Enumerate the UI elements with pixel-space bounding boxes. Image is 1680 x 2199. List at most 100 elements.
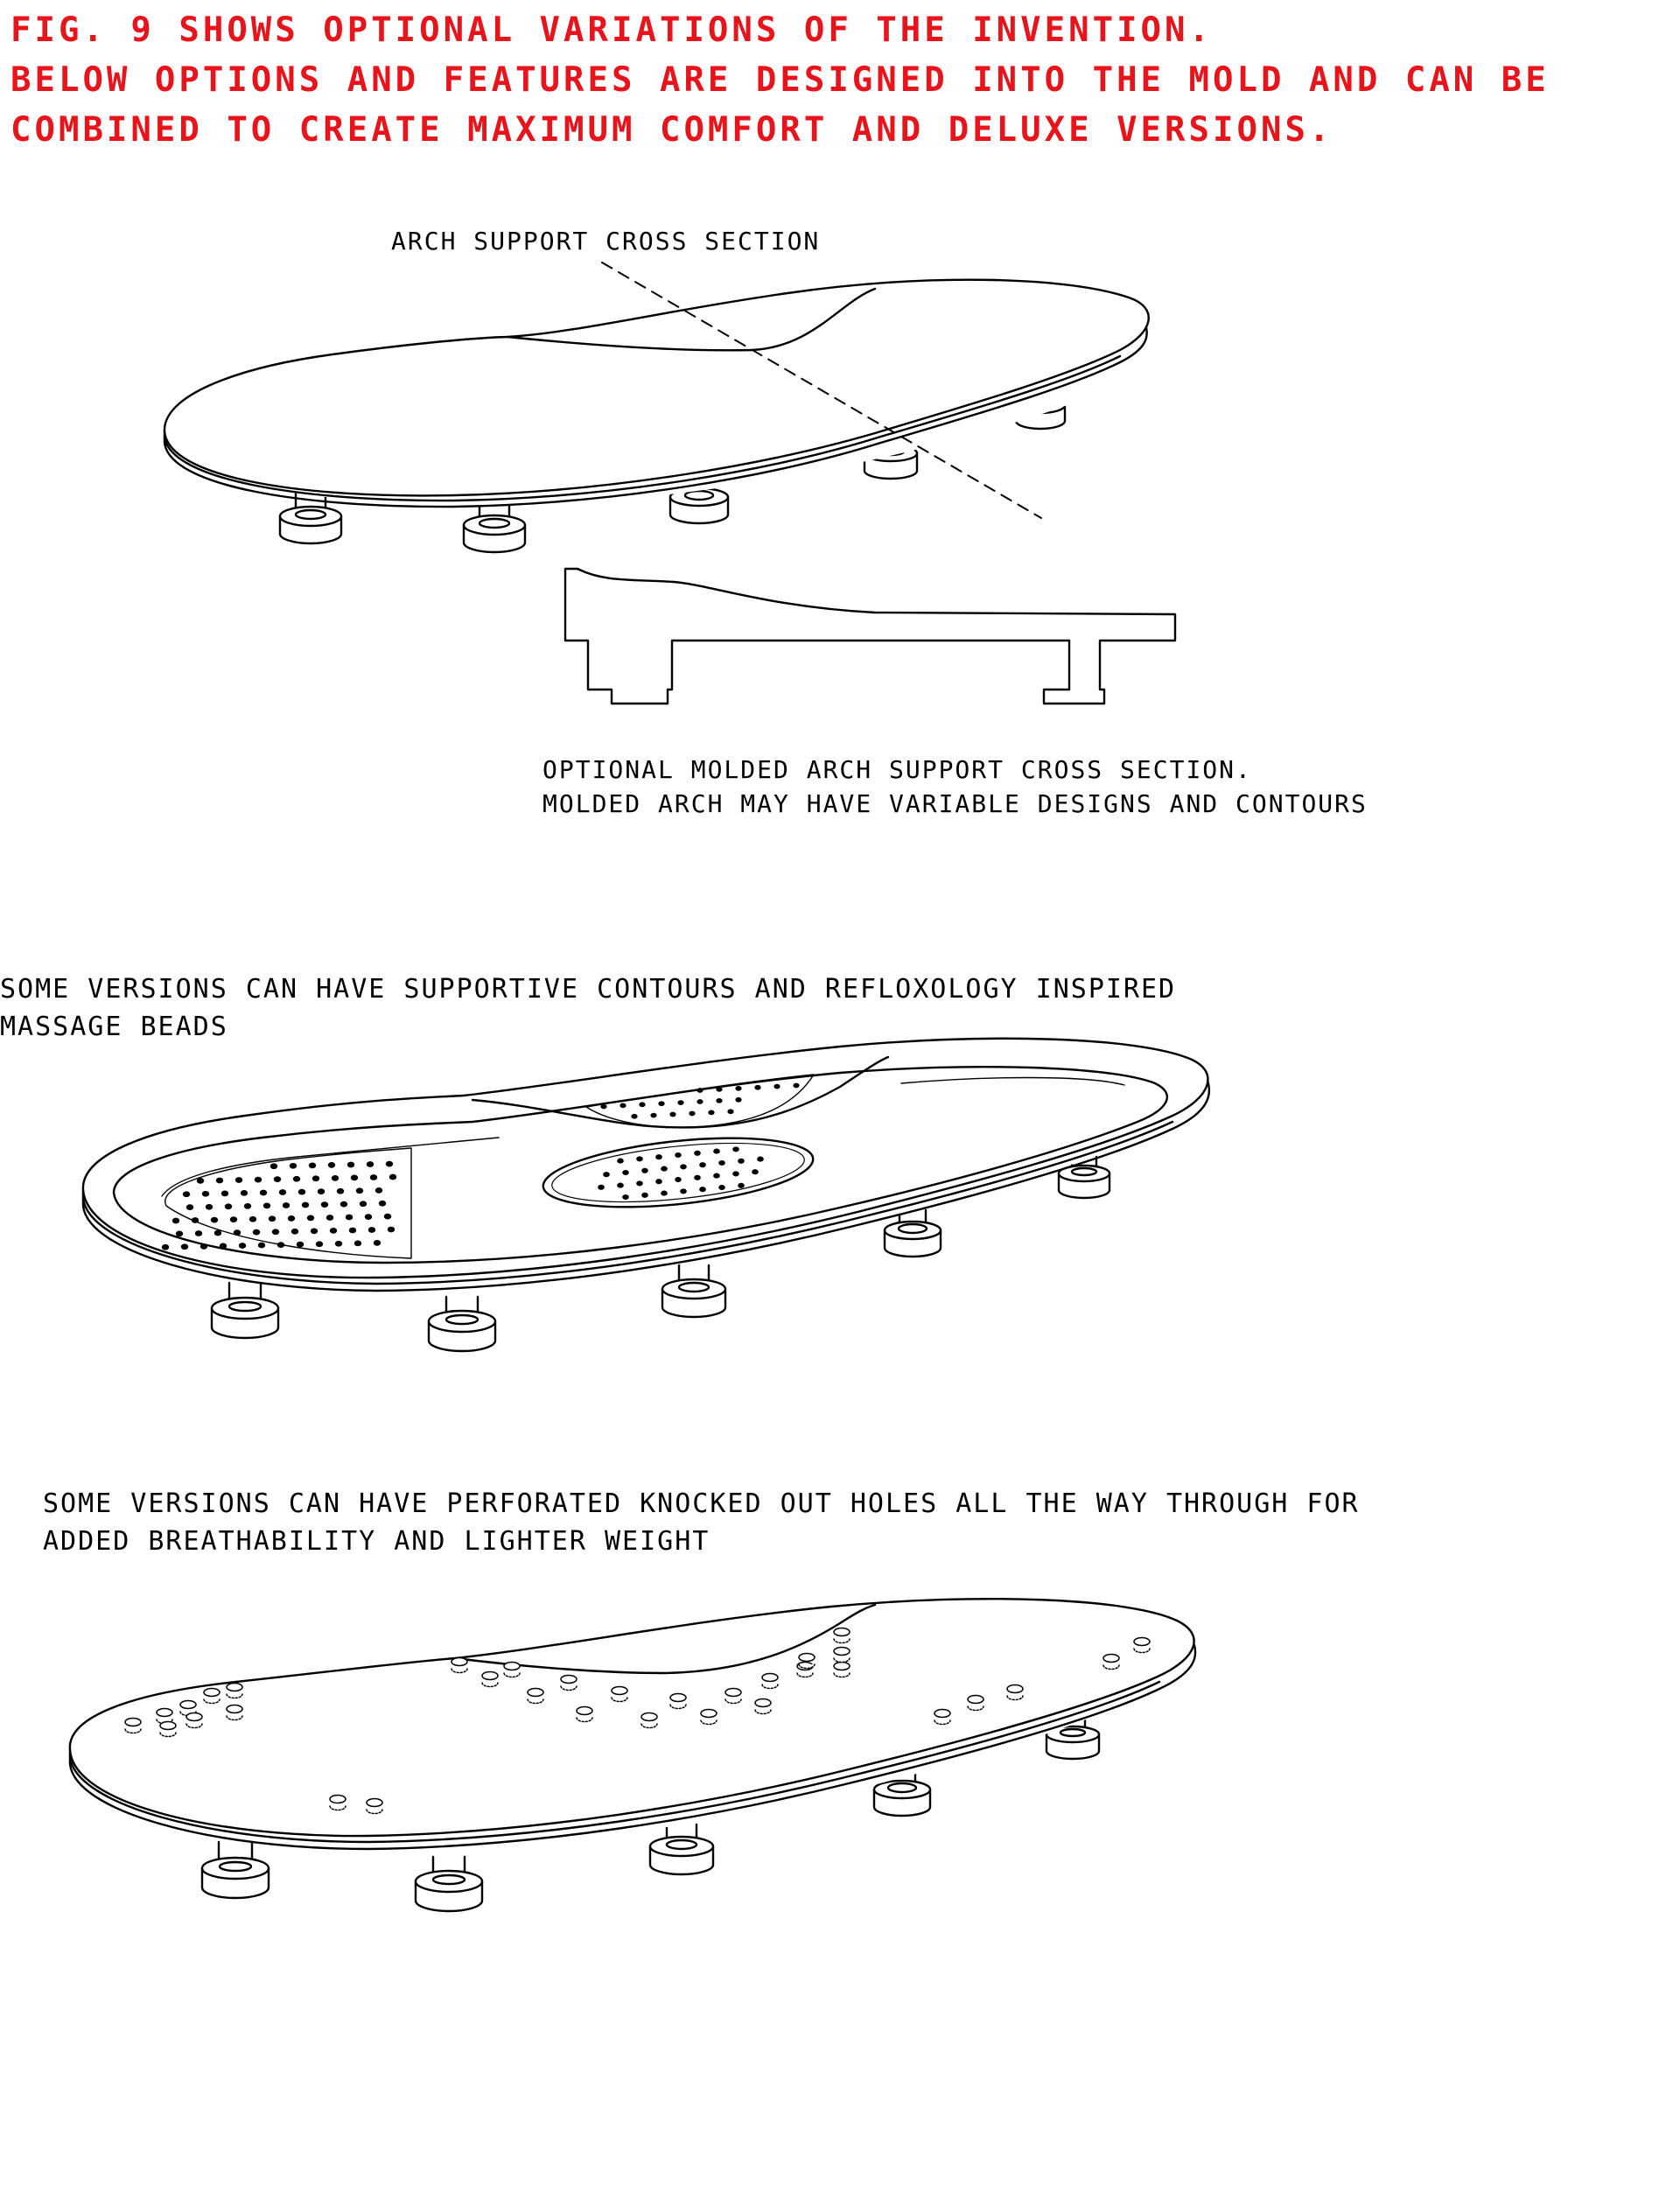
massage-bead: [308, 1162, 317, 1169]
peg: [462, 501, 527, 554]
perforation-hole: [366, 1797, 383, 1815]
massage-bead: [374, 1187, 383, 1194]
massage-bead: [641, 1192, 648, 1198]
cross-section-caption-line-1: OPTIONAL MOLDED ARCH SUPPORT CROSS SECTI…: [542, 755, 1252, 784]
massage-bead: [196, 1178, 205, 1184]
massage-bead: [373, 1240, 382, 1246]
insole-2-pegs: [210, 1155, 1111, 1353]
massage-bead: [622, 1194, 629, 1201]
perforation-hole: [203, 1687, 220, 1705]
massage-bead: [346, 1161, 355, 1168]
massage-bead: [238, 1243, 247, 1249]
perforation-hole: [611, 1685, 628, 1703]
massage-bead: [631, 1113, 638, 1119]
massage-bead: [617, 1158, 624, 1164]
massage-bead: [301, 1201, 310, 1208]
header-line-2: BELOW OPTIONS AND FEATURES ARE DESIGNED …: [10, 60, 1550, 100]
massage-bead: [200, 1243, 208, 1250]
massage-bead: [708, 1110, 715, 1116]
massage-bead: [774, 1083, 780, 1089]
massage-bead: [292, 1175, 301, 1182]
massage-bead: [732, 1171, 739, 1177]
perforation-hole: [329, 1794, 346, 1811]
massage-bead: [655, 1154, 662, 1160]
massage-bead: [259, 1189, 268, 1196]
insole-3-sole: [68, 1597, 1197, 1851]
massage-bead: [689, 1110, 696, 1117]
perforation-hole: [700, 1708, 718, 1726]
massage-bead: [191, 1217, 200, 1223]
massage-bead: [369, 1174, 378, 1180]
massage-bead: [738, 1158, 745, 1164]
perforation-hole: [481, 1670, 499, 1688]
massage-bead: [716, 1098, 723, 1103]
peg: [1045, 1713, 1101, 1761]
massage-bead: [326, 1215, 334, 1221]
massage-bead: [340, 1201, 348, 1208]
massage-bead: [296, 1241, 304, 1248]
massage-bead: [282, 1202, 290, 1208]
perforation-hole: [159, 1720, 177, 1738]
peg: [661, 1264, 727, 1319]
perforated-holes-caption-line-2: ADDED BREATHABILITY AND LIGHTER WEIGHT: [43, 1526, 710, 1557]
header-line-1: FIG. 9 SHOWS OPTIONAL VARIATIONS OF THE …: [10, 11, 1213, 50]
perforation-hole: [798, 1652, 816, 1670]
perforation-hole: [669, 1692, 687, 1710]
massage-bead: [210, 1216, 219, 1223]
massage-bead: [658, 1101, 665, 1107]
perforation-hole: [503, 1661, 521, 1678]
massage-bead: [636, 1180, 643, 1187]
massage-bead: [716, 1087, 723, 1092]
massage-bead: [677, 1100, 684, 1105]
massage-bead: [752, 1169, 759, 1175]
massage-bead: [172, 1217, 180, 1224]
massage-bead: [270, 1163, 278, 1170]
arch-cross-section-label: ARCH SUPPORT CROSS SECTION: [391, 227, 821, 256]
massage-bead: [329, 1228, 338, 1234]
perforation-hole: [1006, 1684, 1024, 1701]
massage-bead: [713, 1148, 720, 1154]
massage-bead: [355, 1187, 364, 1194]
massage-bead: [675, 1176, 682, 1183]
figure-header: FIG. 9 SHOWS OPTIONAL VARIATIONS OF THE …: [10, 5, 1550, 155]
peg: [414, 1855, 484, 1913]
massage-bead: [336, 1187, 345, 1194]
massage-bead: [694, 1174, 701, 1180]
massage-bead: [262, 1202, 271, 1209]
massage-bead: [287, 1215, 296, 1222]
massage-bead: [175, 1230, 184, 1237]
midfoot-bead-pad: [542, 1137, 815, 1208]
massage-bead: [598, 1184, 605, 1190]
massage-bead: [240, 1190, 248, 1196]
perforation-holes: [124, 1627, 1151, 1815]
massage-bead: [641, 1167, 648, 1173]
massage-bead: [298, 1188, 306, 1195]
massage-bead: [229, 1216, 238, 1223]
insole-perforated-figure: [68, 1597, 1197, 1913]
peg: [1057, 1155, 1111, 1200]
peg: [427, 1295, 497, 1353]
massage-bead: [735, 1096, 742, 1103]
perforation-hole: [761, 1672, 779, 1690]
massage-bead: [219, 1243, 228, 1250]
massage-bead: [182, 1191, 191, 1198]
massage-bead: [680, 1164, 687, 1170]
massage-bead: [201, 1190, 210, 1197]
massage-bead: [603, 1172, 610, 1178]
peg: [883, 1208, 942, 1258]
insole-massage-figure: [81, 1037, 1211, 1353]
massage-bead: [215, 1177, 224, 1184]
massage-bead: [234, 1177, 243, 1183]
arch-bead-pad: [585, 1074, 815, 1128]
massage-bead: [194, 1230, 203, 1236]
massage-bead: [727, 1109, 734, 1115]
massage-bead: [699, 1187, 706, 1193]
massage-bead: [732, 1146, 739, 1152]
perforation-hole: [124, 1717, 142, 1734]
perforation-hole: [576, 1705, 593, 1723]
massage-bead: [718, 1184, 725, 1191]
perforation-hole: [967, 1694, 984, 1712]
perforation-hole: [226, 1704, 243, 1721]
massage-bead: [315, 1241, 324, 1248]
